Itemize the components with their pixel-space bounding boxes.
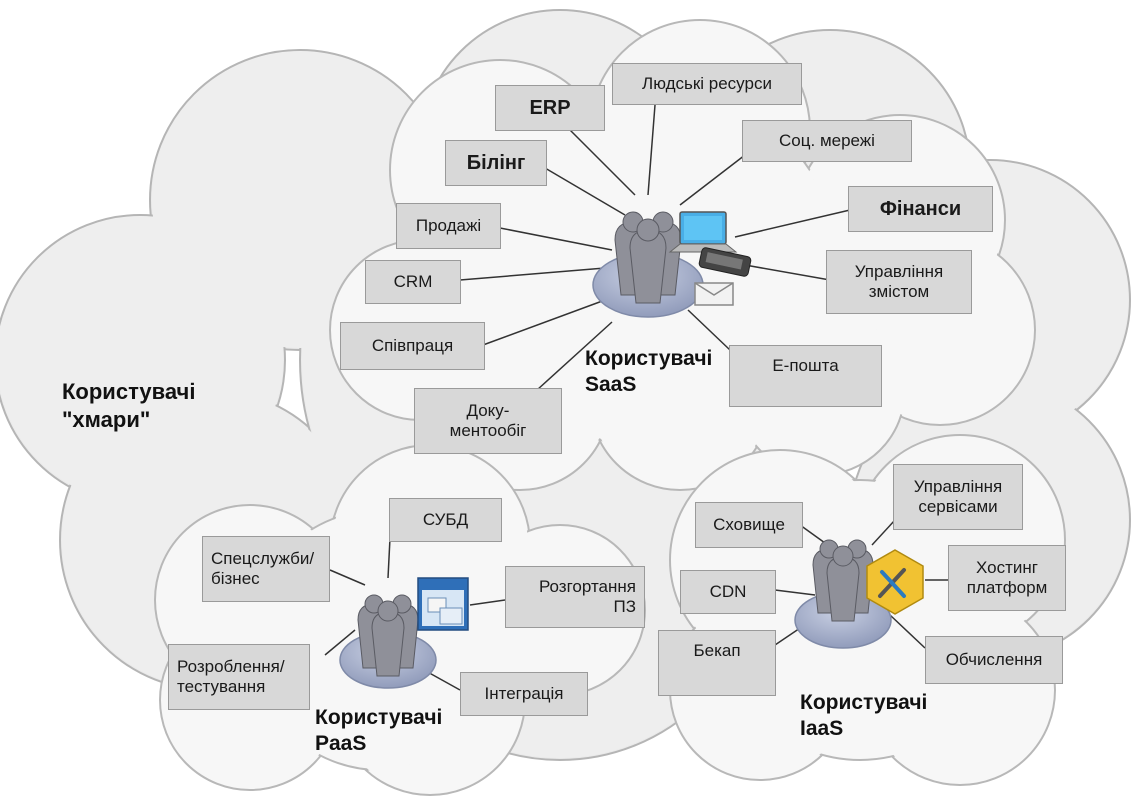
box-erp: ERP [495,85,605,131]
envelope-icon [694,282,734,306]
box-billing: Білінг [445,140,547,186]
box-storage: Сховище [695,502,803,548]
box-hosting: Хостинг платформ [948,545,1066,611]
iaas-users-label: Користувачі IaaS [800,691,928,740]
cloud-users-label: Користувачі "хмари" [62,379,196,432]
box-services: Управління сервісами [893,464,1023,530]
box-dbms: СУБД [389,498,502,542]
box-finance: Фінанси [848,186,993,232]
box-crm: CRM [365,260,461,304]
box-deploy: Розгортання ПЗ [505,566,645,628]
box-backup: Бекап [658,630,776,696]
box-integration: Інтеграція [460,672,588,716]
box-docflow: Доку- ментообіг [414,388,562,454]
box-sales: Продажі [396,203,501,249]
box-collab: Співпраця [340,322,485,370]
monitor-icon [668,211,738,253]
box-hr: Людські ресурси [612,63,802,105]
paas-users-label: Користувачі PaaS [315,706,443,755]
box-dev: Розроблення/ тестування [168,644,310,710]
box-compute: Обчислення [925,636,1063,684]
phone-icon [698,247,752,277]
saas-users-label: Користувачі SaaS [585,347,713,396]
users-group-icon [592,211,704,318]
connectors [324,104,950,691]
users-group-icon [794,539,892,649]
box-cdn: CDN [680,570,776,614]
box-special: Спецслужби/ бізнес [202,536,330,602]
box-social: Соц. мережі [742,120,912,162]
box-email: E-пошта [729,345,882,407]
window-icon [417,577,469,631]
tools-icon [866,549,924,615]
box-content: Управління змістом [826,250,972,314]
